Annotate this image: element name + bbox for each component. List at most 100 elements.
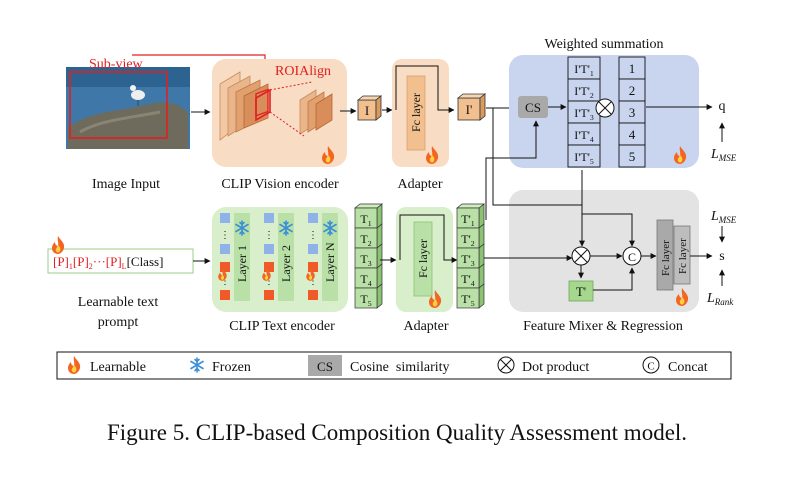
layer-ellipsis: ⋮ [220, 230, 230, 241]
prompt-token-square [264, 290, 274, 300]
roi-line-1 [269, 81, 313, 91]
output-q: q [719, 99, 726, 114]
legend-box [56, 351, 732, 380]
it-prime-cell-label: I'T'5 [574, 150, 594, 166]
feature-mixer-panel [509, 190, 699, 312]
prompt-token-square [308, 290, 318, 300]
t-prime-token-top [456, 203, 485, 209]
prompt-box [47, 248, 194, 274]
layer-ellipsis: ⋮ [264, 230, 274, 241]
fc-layer-mixer-2-label: Fc layer [677, 238, 689, 274]
layer-ellipsis: ⋮ [264, 276, 274, 287]
roi-line-2 [269, 111, 305, 137]
image-token-i-prime [456, 93, 487, 121]
loss-mse-top: LMSE [710, 147, 737, 163]
prompt-token-square [308, 262, 318, 272]
image-input-label: Image Input [92, 177, 160, 192]
legend-concat-icon: C [642, 356, 660, 374]
i-prime-label: I' [466, 102, 473, 117]
t-token-cell [354, 287, 378, 309]
t-token-side [376, 283, 383, 309]
fc-layer-bottom [413, 221, 433, 297]
weight-cell [618, 144, 646, 168]
adapter-top-label: Adapter [397, 177, 442, 192]
loss-rank: LRank [706, 291, 734, 307]
arrow-tprime-to-concat [593, 267, 635, 291]
layer-input-square [264, 244, 274, 254]
layer-input-square [264, 213, 274, 223]
legend-cs-label: Cosine similarity [350, 360, 450, 375]
legend-dot-label: Dot product [522, 360, 589, 375]
layer-ellipsis: ⋮ [220, 276, 230, 287]
text-layer-block [322, 213, 338, 301]
fc-layer-mixer-2 [673, 225, 691, 285]
line-iprime-down [492, 108, 585, 247]
t-token-top [354, 203, 383, 209]
t-token-cell-label: T4 [360, 272, 371, 288]
it-prime-cell-label: I'T'3 [574, 106, 594, 122]
fc-layer-top-label: Fc layer [409, 93, 423, 132]
it-prime-cell-label: I'T'1 [574, 62, 594, 78]
it-prime-cell-label: I'T'2 [574, 84, 594, 100]
svg-text:C: C [647, 361, 654, 373]
text-layer-label: Layer 2 [279, 245, 293, 282]
t-prime-token-cell-label: T'1 [461, 212, 475, 228]
t-prime-token-cell-label: T'2 [461, 232, 475, 248]
feature-mixer-label: Feature Mixer & Regression [523, 319, 683, 334]
weight-cell-label: 1 [629, 61, 636, 76]
text-layer-block [278, 213, 294, 301]
legend-concat-label: Concat [668, 360, 708, 375]
adapter-bottom-skip [399, 214, 458, 263]
loss-mse-bottom: LMSE [710, 209, 737, 225]
cs-label: CS [525, 100, 541, 115]
figure-caption: Figure 5. CLIP-based Composition Quality… [106, 420, 688, 445]
weight-cell-label: 3 [629, 105, 636, 120]
image-token-i [356, 95, 383, 121]
it-prime-cell-label: I'T'4 [574, 128, 594, 144]
adapter-bottom-label: Adapter [403, 319, 448, 334]
t-prime-label: T' [576, 284, 586, 299]
t-prime-token-cell [456, 287, 480, 309]
t-prime-token-side [478, 283, 485, 309]
clip-text-label: CLIP Text encoder [229, 319, 335, 334]
subview-label: Sub-view [89, 57, 144, 72]
i-token-label: I [365, 103, 369, 118]
legend-frozen: Frozen [212, 360, 251, 375]
legend-cs-swatch [308, 355, 342, 376]
layer-input-square [220, 213, 230, 223]
fc-layer-mixer-1-label: Fc layer [660, 240, 672, 276]
flame-icon [52, 236, 65, 254]
weight-cell-label: 4 [629, 127, 636, 142]
weight-stack: 1 2 3 4 5 [618, 56, 646, 168]
legend-cs-symbol: CS [317, 359, 333, 374]
prompt-token-square [220, 290, 230, 300]
t-prime-token-cell-label: T'5 [461, 292, 475, 308]
weight-cell-label: 5 [629, 149, 636, 164]
fc-layer-mixer-1 [656, 219, 674, 291]
image-input [66, 67, 190, 149]
t-token-cell-label: T3 [360, 252, 371, 268]
prompt-label-line1: Learnable text [78, 295, 159, 310]
roialign-label: ROIAlign [275, 64, 331, 79]
text-layer-block [234, 213, 250, 301]
legend-learnable: Learnable [90, 360, 146, 375]
subview-box [69, 71, 168, 139]
layer-ellipsis: ⋮ [308, 276, 318, 287]
it-prime-stack: I'T'1I'T'2I'T'3I'T'4I'T'5 [567, 56, 601, 168]
fc-layer-bottom-label: Fc layer [416, 239, 430, 278]
line-tprime-to-cs [485, 120, 539, 220]
clip-vision-label: CLIP Vision encoder [221, 177, 339, 192]
dot-product-bottom [571, 246, 591, 266]
weight-cell-label: 2 [629, 83, 636, 98]
adapter-top-skip [395, 65, 455, 113]
t-token-cell-label: T2 [360, 232, 371, 248]
svg-text:C: C [628, 250, 636, 264]
vision-feature-maps [219, 71, 333, 141]
text-layer-label: Layer N [323, 242, 337, 282]
text-encoder-layers: ⋮⋮Layer 1⋮⋮Layer 2⋮⋮Layer N [218, 213, 338, 301]
cs-box [518, 96, 548, 118]
prompt-label-line2: prompt [98, 315, 139, 330]
layer-ellipsis: ⋮ [308, 230, 318, 241]
legend-dot-icon [497, 356, 515, 374]
prompt-token-square [264, 262, 274, 272]
